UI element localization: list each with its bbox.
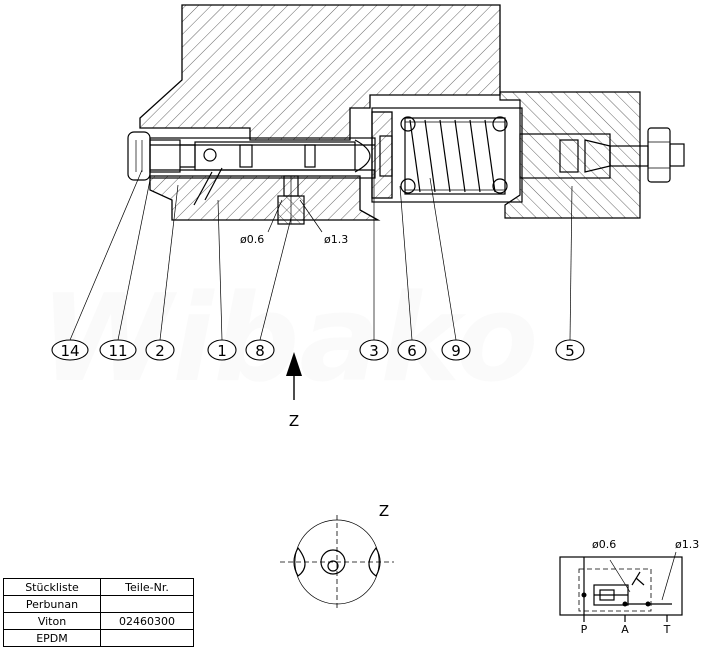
material-cell: Perbunan [3, 595, 101, 613]
balloon-3: 3 [359, 339, 389, 361]
port-t-label: T [663, 623, 671, 636]
spool [193, 139, 371, 206]
svg-text:6: 6 [407, 342, 417, 360]
balloon-14: 14 [51, 339, 89, 361]
view-arrow-z: Z [286, 352, 302, 430]
part-number-cell [100, 629, 194, 647]
schematic-dim-0-6: ø0.6 [592, 538, 616, 551]
port-p-label: P [581, 623, 588, 636]
svg-text:2: 2 [155, 342, 165, 360]
balloon-5: 5 [555, 339, 585, 361]
parts-list-table: Stückliste Teile-Nr. Perbunan Viton 0246… [3, 578, 194, 647]
svg-text:Z: Z [289, 412, 299, 430]
header-teile-nr: Teile-Nr. [100, 578, 194, 596]
svg-text:14: 14 [60, 342, 79, 360]
svg-text:8: 8 [255, 342, 265, 360]
table-row: EPDM [3, 629, 194, 647]
material-cell: EPDM [3, 629, 101, 647]
part-number-cell [100, 595, 194, 613]
svg-text:Z: Z [379, 502, 389, 520]
svg-text:5: 5 [565, 342, 575, 360]
dim-1-3-label: ø1.3 [324, 233, 348, 246]
plug-screw [127, 131, 196, 181]
balloon-1: 1 [207, 339, 237, 361]
balloon-9: 9 [441, 339, 471, 361]
parts-table-header: Stückliste Teile-Nr. [3, 578, 194, 596]
balloon-11: 11 [99, 339, 137, 361]
valve-housing-section [139, 4, 641, 221]
detail-view-z: Z [280, 502, 394, 608]
svg-text:1: 1 [217, 342, 227, 360]
balloon-8: 8 [245, 339, 275, 361]
dim-0-6-label: ø0.6 [240, 233, 264, 246]
schematic-dim-1-3: ø1.3 [675, 538, 699, 551]
svg-text:11: 11 [108, 342, 127, 360]
hydraulic-schematic: ø0.6 ø1.3 P A T [559, 538, 699, 636]
adjusting-screw [519, 127, 685, 183]
svg-text:9: 9 [451, 342, 461, 360]
leader-lines [69, 169, 573, 341]
spring-chamber [371, 107, 523, 203]
port-a-label: A [621, 623, 629, 636]
table-row: Viton 02460300 [3, 612, 194, 630]
table-row: Perbunan [3, 595, 194, 613]
material-cell: Viton [3, 612, 101, 630]
svg-text:3: 3 [369, 342, 379, 360]
balloon-6: 6 [397, 339, 427, 361]
part-number-cell: 02460300 [100, 612, 194, 630]
header-stueckliste: Stückliste [3, 578, 101, 596]
watermark: Wibako [40, 270, 538, 409]
balloon-2: 2 [145, 339, 175, 361]
